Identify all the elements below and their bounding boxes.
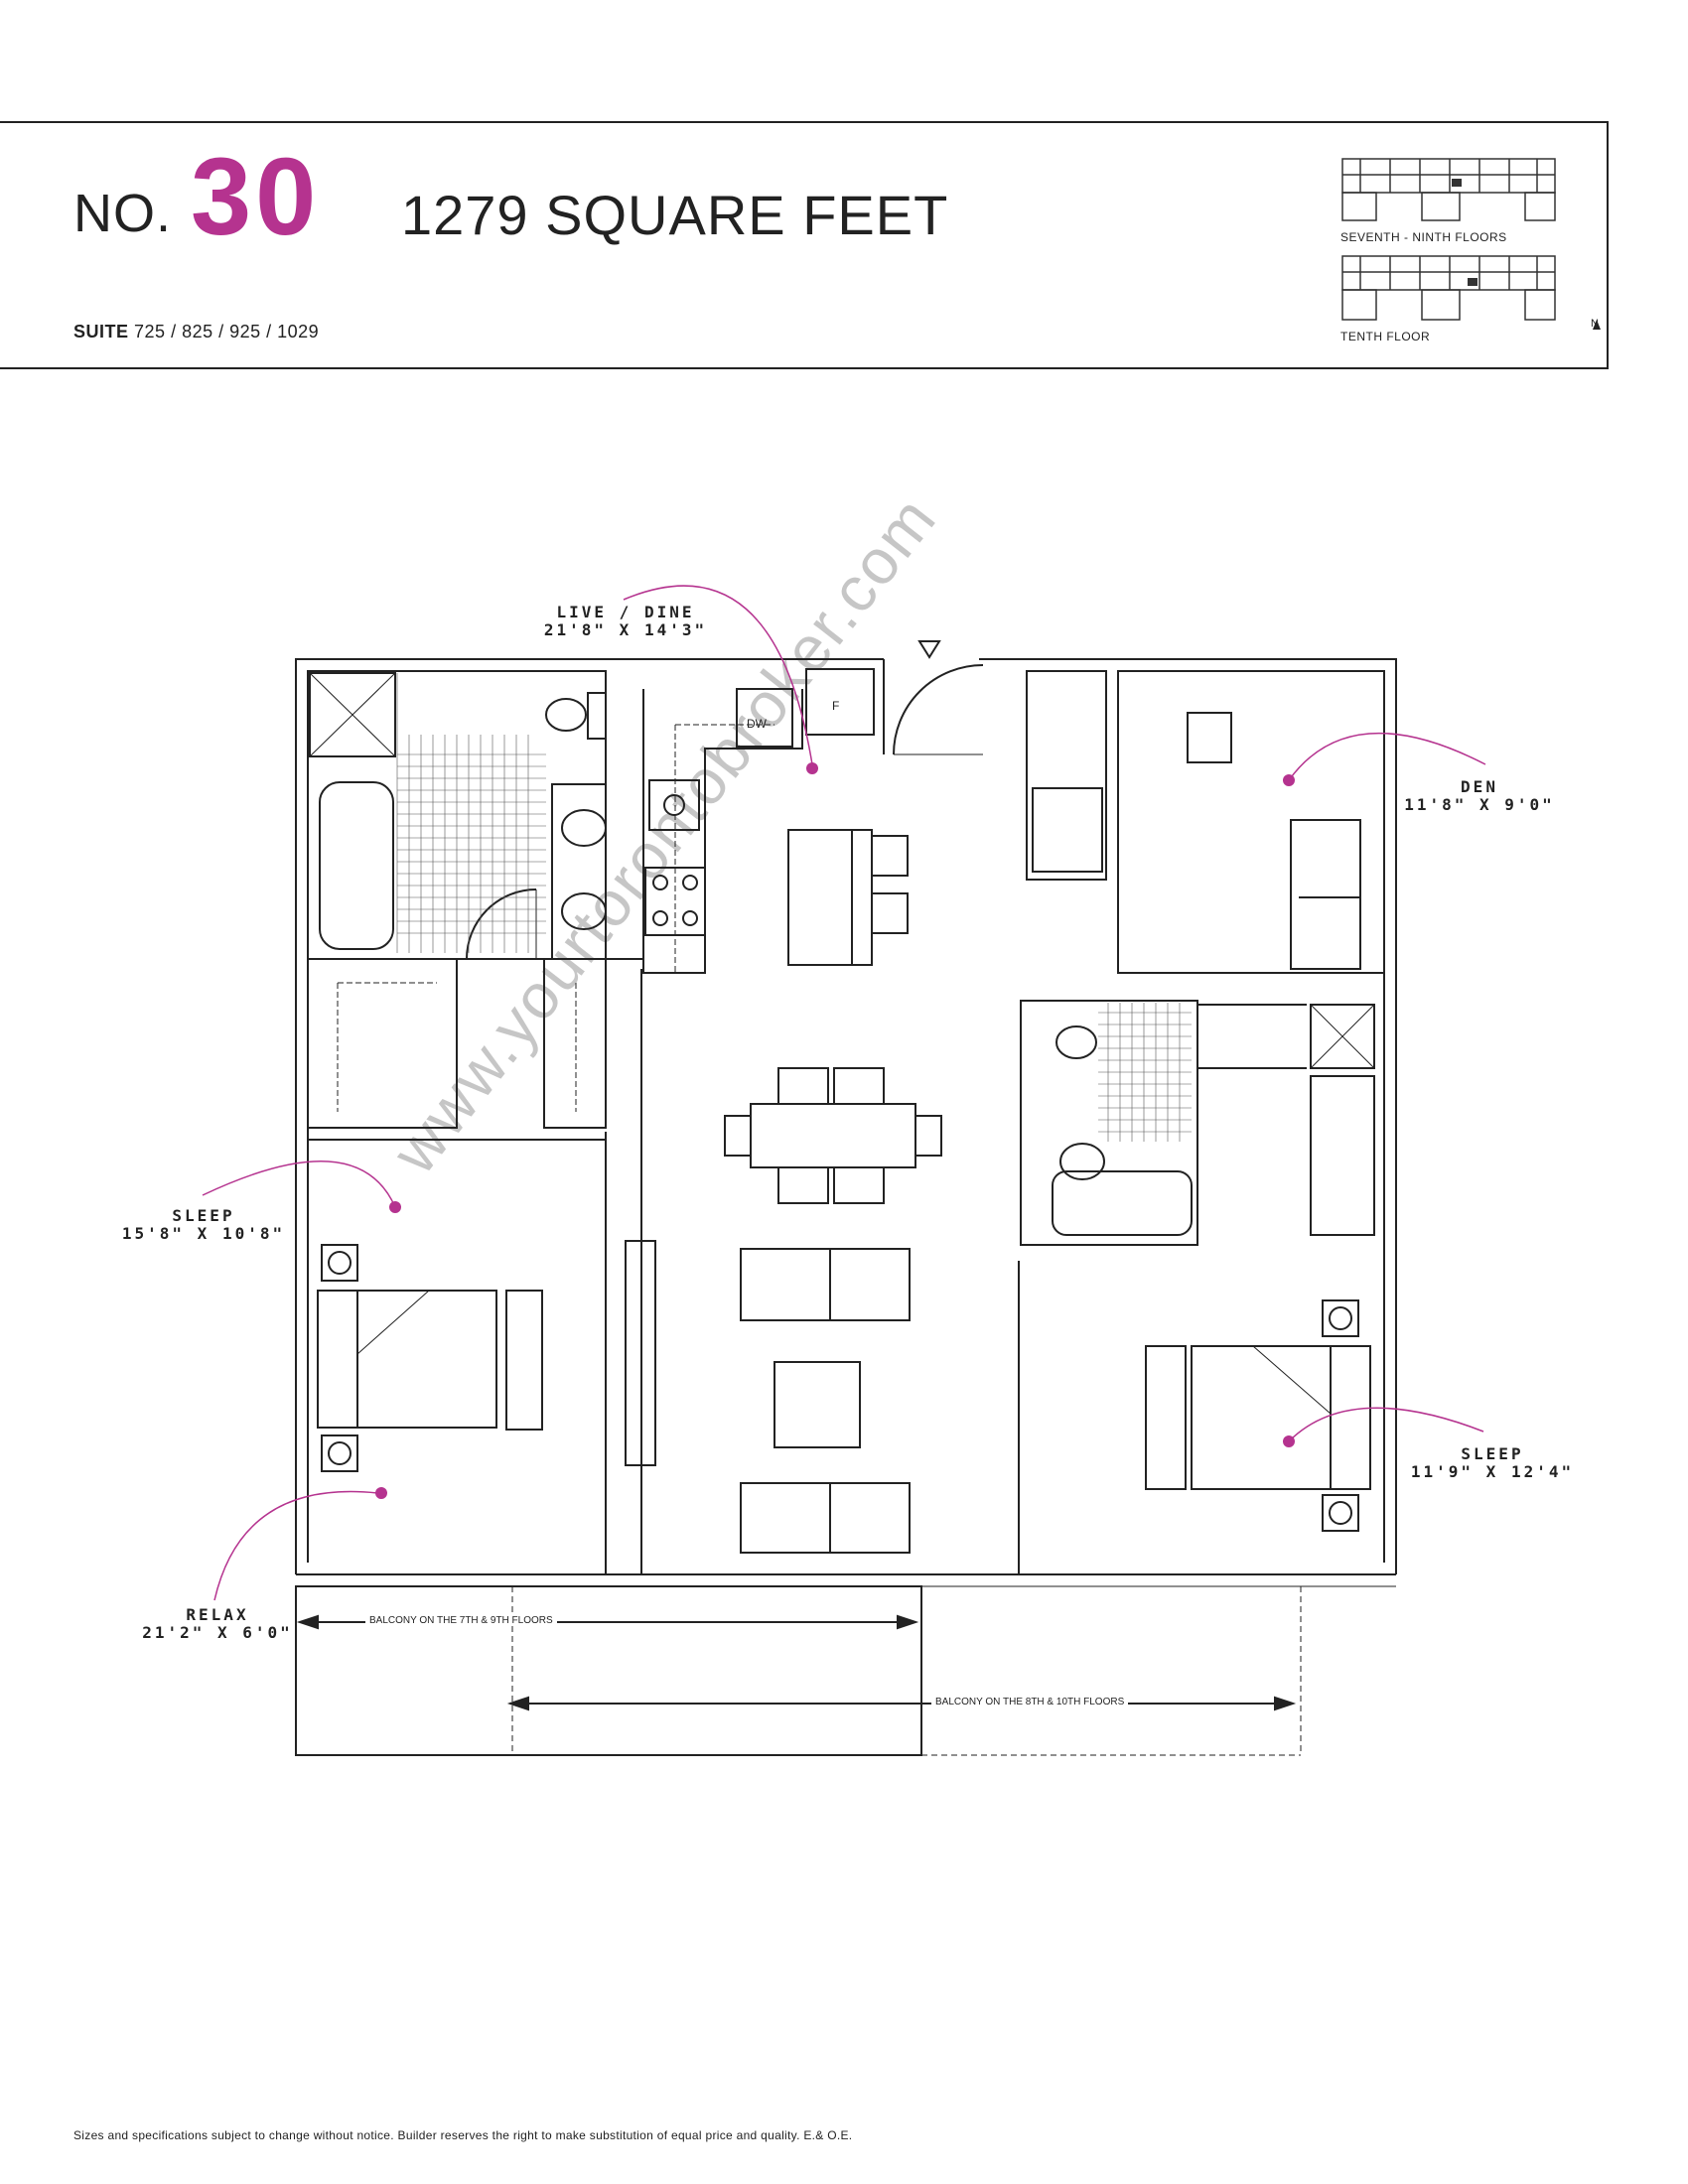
room-label-den: DEN 11'8" X 9'0" (1400, 778, 1559, 814)
room-name: LIVE / DINE (556, 603, 695, 621)
room-name: SLEEP (172, 1206, 235, 1225)
unit-number: 30 (191, 136, 321, 258)
room-dims: 21'8" X 14'3" (543, 620, 708, 639)
dishwasher-label: DW (747, 717, 767, 731)
suite-numbers: 725 / 825 / 925 / 1029 (134, 322, 320, 341)
room-label-sleep-2: SLEEP 11'9" X 12'4" (1408, 1445, 1577, 1481)
balcony-label-7-9: BALCONY ON THE 7TH & 9TH FLOORS (365, 1615, 557, 1626)
header-panel: NO. 30 1279 SQUARE FEET SUITE 725 / 825 … (0, 121, 1609, 369)
disclaimer: Sizes and specifications subject to chan… (73, 2128, 853, 2142)
suite-list: SUITE 725 / 825 / 925 / 1029 (73, 322, 319, 342)
room-dims: 11'8" X 9'0" (1404, 795, 1555, 814)
room-dims: 21'2" X 6'0" (142, 1623, 293, 1642)
room-name: RELAX (186, 1605, 249, 1624)
room-label-relax: RELAX 21'2" X 6'0" (133, 1606, 302, 1642)
unit-no-label: NO. (73, 184, 173, 243)
keyplan-bottom (1341, 255, 1601, 330)
balcony-label-8-10: BALCONY ON THE 8TH & 10TH FLOORS (931, 1697, 1129, 1707)
room-name: DEN (1461, 777, 1498, 796)
north-arrow-label: N (1591, 318, 1599, 330)
suite-label: SUITE (73, 322, 129, 341)
room-label-live-dine: LIVE / DINE 21'8" X 14'3" (536, 604, 715, 639)
fridge-label: F (832, 699, 840, 713)
unit-area: 1279 SQUARE FEET (401, 184, 949, 246)
room-label-sleep-1: SLEEP 15'8" X 10'8" (119, 1207, 288, 1243)
keyplan-bottom-label: TENTH FLOOR (1340, 330, 1431, 343)
room-dims: 15'8" X 10'8" (121, 1224, 286, 1243)
keyplan-top (1341, 158, 1556, 221)
room-dims: 11'9" X 12'4" (1410, 1462, 1575, 1481)
keyplan-top-label: SEVENTH - NINTH FLOORS (1340, 230, 1507, 244)
room-name: SLEEP (1461, 1444, 1524, 1463)
